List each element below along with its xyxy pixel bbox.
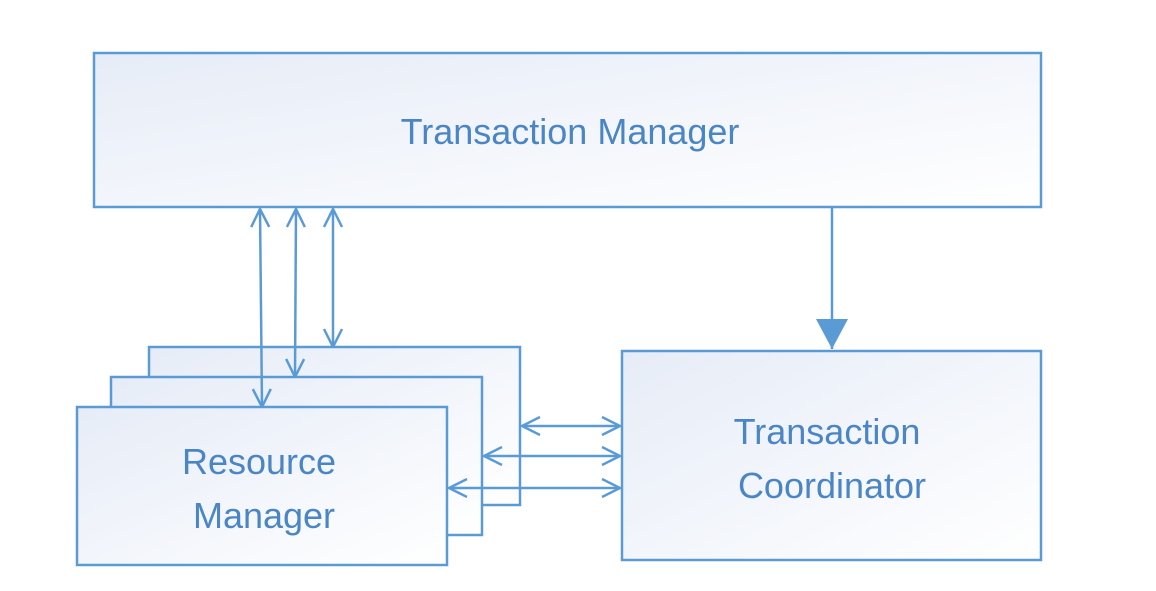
resource-manager-box-front [75, 405, 449, 567]
tm-rm-arrow-1 [260, 209, 262, 407]
transaction-coordinator-box [620, 349, 1043, 562]
transaction-coordinator-label-line-1: Transaction [734, 411, 921, 452]
resource-manager-stack: Resource Manager [75, 345, 522, 567]
transaction-coordinator-node: Transaction Coordinator [620, 349, 1043, 562]
resource-manager-label-line-1: Resource [182, 441, 336, 482]
transaction-coordinator-label: Transaction Coordinator [734, 411, 931, 506]
rm-tc-connectors [449, 426, 620, 488]
tm-rm-connectors [260, 209, 333, 407]
transaction-manager-label: Transaction Manager [401, 111, 740, 152]
transaction-manager-node: Transaction Manager [92, 51, 1043, 209]
transaction-manager-box [92, 51, 1043, 209]
resource-manager-label-line-2: Manager [193, 495, 335, 536]
tm-rm-arrow-2 [295, 209, 296, 377]
transaction-coordinator-label-line-2: Coordinator [738, 465, 926, 506]
resource-manager-label: Resource Manager [182, 441, 346, 536]
